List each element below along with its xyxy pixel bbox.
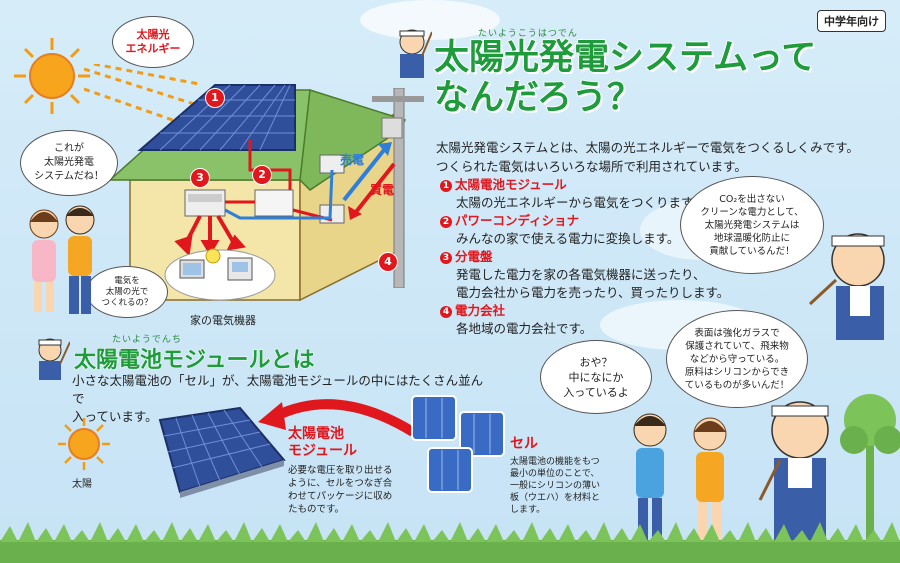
item-number: 4 <box>440 306 452 318</box>
intro-line: 太陽光発電システムとは、太陽の光エネルギーで電気をつくるしくみです。 <box>436 140 859 155</box>
bubble-text: クリーンな電力として、 <box>700 206 804 218</box>
sunlight-label: 太陽光 <box>136 28 170 41</box>
item-desc: みんなの家で使える電力に変換します。 <box>456 231 680 246</box>
marker-3: 3 <box>190 168 210 188</box>
sun-icon <box>14 38 90 114</box>
kids-illustration <box>29 205 95 314</box>
bubble-text: システムだね！ <box>34 171 104 182</box>
teacher-icon <box>38 338 70 380</box>
intro-text: 太陽光発電システムとは、太陽の光エネルギーで電気をつくるしくみです。 つくられた… <box>436 138 876 176</box>
sell-power-label: 売電 <box>340 153 365 167</box>
boy-speech-bubble: 電気を太陽の光でつくれるの？ <box>86 266 168 318</box>
bubble-text: 地球温暖化防止に <box>713 232 790 244</box>
sunlight-energy-bubble: 太陽光エネルギー <box>112 16 194 68</box>
item-heading: 分電盤 <box>455 249 493 264</box>
intro-line: つくられた電気はいろいろな場所で利用されています。 <box>436 159 747 174</box>
bubble-text: これが <box>53 143 84 154</box>
cell-desc-line: 一般にシリコンの薄い <box>510 481 601 491</box>
cell-description: 太陽電池の機能をもつ 最小の単位のことで、 一般にシリコンの薄い 板（ウエハ）を… <box>510 456 620 516</box>
house-illustration <box>108 84 407 302</box>
bubble-text: つくれるの？ <box>101 297 153 308</box>
item-number: 3 <box>440 252 452 264</box>
grass-strip <box>0 522 900 563</box>
cell-desc-line: 板（ウエハ）を材料と <box>510 493 601 503</box>
marker-1: 1 <box>205 88 225 108</box>
bubble-text: 電気を <box>114 275 140 286</box>
section-title: 太陽電池モジュールとは <box>73 348 315 374</box>
sun-icon <box>58 418 110 470</box>
cloud <box>360 0 500 40</box>
item-desc: 電力会社から電力を売ったり、買ったりします。 <box>456 285 730 300</box>
item-heading: 電力会社 <box>455 303 506 318</box>
power-pole-illustration <box>372 88 424 288</box>
teacher-illustration <box>808 233 885 340</box>
section-text-line: 小さな太陽電池の「セル」が、太陽電池モジュールの中にはたくさん並んで <box>72 373 484 406</box>
item-desc: 発電した電力を家の各電気機器に送ったり、 <box>456 267 706 282</box>
cell-to-module-arrow <box>258 399 416 437</box>
appliances-label: 家の電気機器 <box>190 314 256 327</box>
bubble-text: 太陽の光で <box>105 286 149 297</box>
teacher-icon <box>399 29 432 78</box>
section-text: 小さな太陽電池の「セル」が、太陽電池モジュールの中にはたくさん並んで 入っていま… <box>72 372 492 426</box>
sun-label: 太陽 <box>72 479 92 490</box>
title-ruby: たいようこうはつでん <box>478 29 578 39</box>
cell-desc-line: します。 <box>510 505 546 515</box>
solar-module-illustration <box>158 406 286 498</box>
bubble-text: おや？ <box>579 355 613 369</box>
module-label-line: 太陽電池 <box>288 426 344 442</box>
solar-cells-illustration <box>411 395 505 493</box>
bubble-text: ているものが多いんだ！ <box>684 379 790 391</box>
energy-label: エネルギー <box>125 42 181 55</box>
page-title: 太陽光発電システムって なんだろう？ <box>433 37 854 119</box>
kids-teacher-illustration <box>633 401 829 548</box>
cell-label: セル <box>510 436 538 452</box>
item-heading: パワーコンディショナ <box>455 213 580 228</box>
power-flow-arrows <box>342 142 396 220</box>
bubble-text: 表面は強化ガラスで <box>694 327 780 339</box>
module-desc-line: ように、セルをつなぎ合 <box>288 478 393 489</box>
section-ruby: たいようでんち <box>112 335 182 345</box>
girl-speech-bubble: これが太陽光発電システムだね！ <box>20 130 118 196</box>
bubble-text: 太陽光発電 <box>43 157 94 168</box>
marker-4: 4 <box>378 252 398 272</box>
module-desc-line: 必要な電圧を取り出せる <box>288 465 393 476</box>
module-label: 太陽電池 モジュール <box>288 426 357 460</box>
item-number: 1 <box>440 180 452 192</box>
module-label-line: モジュール <box>288 443 358 459</box>
bubble-text: などから守っている。 <box>689 353 785 365</box>
marker-2: 2 <box>252 165 272 185</box>
bubble-text: CO₂を出さない <box>719 193 785 205</box>
module-desc-line: たものです。 <box>288 504 345 515</box>
item-number: 2 <box>440 216 452 228</box>
teacher-speech-bubble-2: 表面は強化ガラスで 保護されていて、飛来物 などから守っている。 原料はシリコン… <box>666 310 808 408</box>
bubble-text: 保護されていて、飛来物 <box>685 340 789 352</box>
cell-desc-line: 最小の単位のことで、 <box>510 469 600 479</box>
title-line-2: なんだろう？ <box>433 77 642 119</box>
tree-illustration <box>840 394 900 540</box>
bubble-text: 貢献しているんだ！ <box>709 245 795 257</box>
section-text-line: 入っています。 <box>72 409 158 424</box>
item-heading: 太陽電池モジュール <box>455 177 567 192</box>
sunlight-rays <box>84 64 200 126</box>
cell-desc-line: 太陽電池の機能をもつ <box>510 457 600 467</box>
module-desc-line: わせてパッケージに収め <box>288 491 393 502</box>
title-line-1: 太陽光発電システムって <box>433 37 817 79</box>
bubble-text: 太陽光発電システムは <box>704 219 800 231</box>
bubble-text: 中になにか <box>568 370 624 384</box>
kids-speech-bubble: おや？ 中になにか 入っているよ <box>540 340 652 414</box>
bubble-text: 入っているよ <box>563 385 629 399</box>
item-desc: 太陽の光エネルギーから電気をつくります。 <box>456 195 705 210</box>
buy-power-label: 買電 <box>370 183 395 197</box>
item-desc: 各地域の電力会社です。 <box>456 321 593 336</box>
bubble-text: 原料はシリコンからでき <box>684 366 790 378</box>
grade-badge: 中学年向け <box>817 10 886 32</box>
module-description: 必要な電圧を取り出せる ように、セルをつなぎ合 わせてパッケージに収め たもので… <box>288 464 418 516</box>
teacher-speech-bubble-1: CO₂を出さない クリーンな電力として、 太陽光発電システムは 地球温暖化防止に… <box>680 176 824 274</box>
